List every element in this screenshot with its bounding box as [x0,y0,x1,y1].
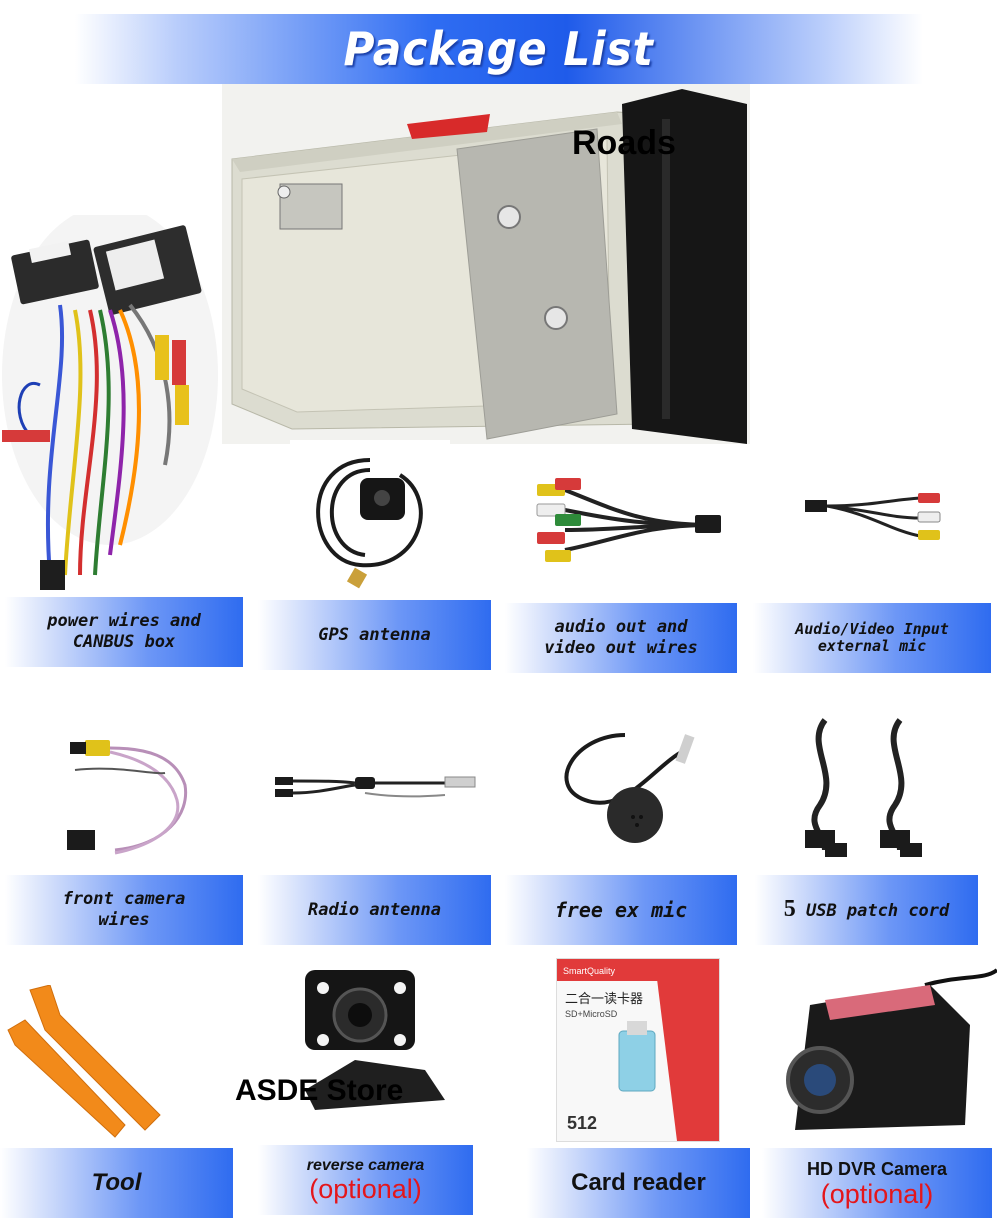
gps-antenna-photo [290,440,450,600]
usb-count: 5 [783,895,796,922]
head-unit-photo: Roads [222,84,750,444]
svg-text:SD+MicroSD: SD+MicroSD [565,1009,618,1019]
svg-text:二合一读卡器: 二合一读卡器 [565,992,643,1007]
label-free-mic: free ex mic [505,875,737,945]
card-reader-photo: SmartQuality 二合一读卡器 SD+MicroSD 512 [556,958,720,1142]
front-camera-wires-photo [55,715,200,865]
dvr-camera-photo [770,965,997,1140]
label-front-camera: front camera wires [5,875,243,945]
svg-text:512: 512 [567,1113,597,1133]
tool-photo [0,984,170,1145]
label-card-reader: Card reader [527,1148,750,1218]
audio-video-out-photo [525,470,725,575]
header-banner: Package List [75,14,923,84]
unit-watermark: Roads [572,124,676,162]
label-audio-out: audio out and video out wires [505,603,737,673]
label-usb-cord: 5 USB patch cord [755,875,978,945]
label-dvr-camera: HD DVR Camera (optional) [762,1148,992,1218]
label-av-input: Audio/Video Input external mic [753,603,991,673]
label-power-wires: power wires and CANBUS box [5,597,243,667]
camera-watermark: ASDE Store [235,1074,403,1107]
label-radio-antenna: Radio antenna [258,875,491,945]
usb-cords-photo [795,715,940,865]
label-gps-antenna: GPS antenna [258,600,491,670]
page-title: Package List [343,22,655,76]
power-wires-photo [0,205,222,595]
av-input-photo [800,490,950,550]
radio-antenna-photo [270,765,480,805]
label-tool: Tool [0,1148,233,1218]
label-reverse-camera: reverse camera (optional) [258,1145,473,1215]
external-mic-photo [545,725,705,850]
svg-text:SmartQuality: SmartQuality [563,966,616,976]
reverse-camera-photo: ASDE Store [235,960,525,1135]
